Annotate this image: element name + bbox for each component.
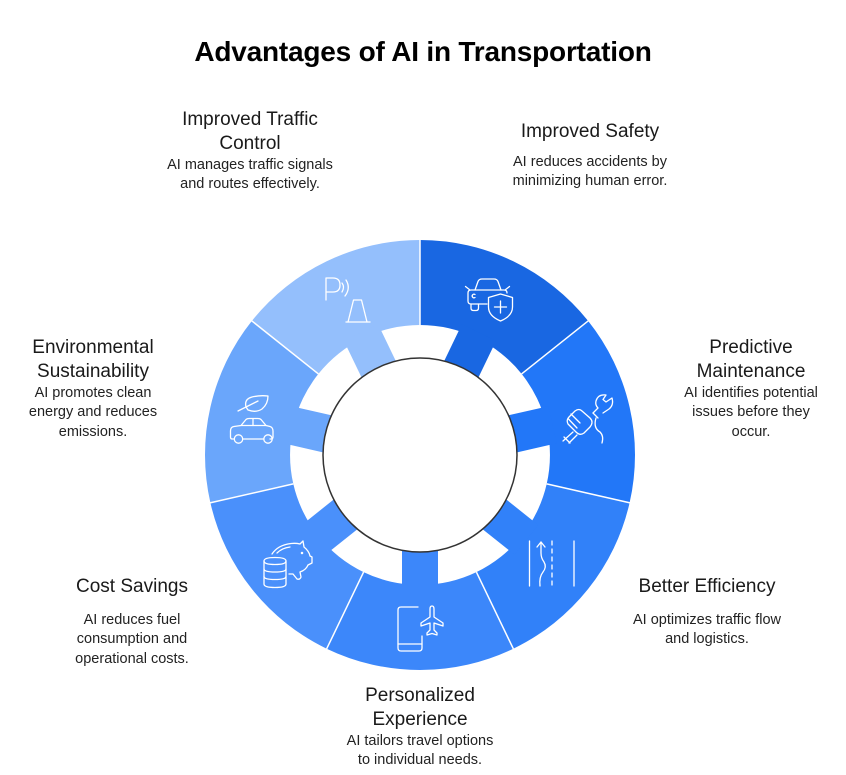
car-leaf-icon xyxy=(229,395,274,444)
hand-wrench-icon xyxy=(562,394,614,444)
segment-title: Environmental Sustainability xyxy=(32,337,154,382)
segment-description: AI promotes clean energy and reduces emi… xyxy=(28,385,158,440)
segment-description: AI reduces accidents by minimizing human… xyxy=(512,154,668,190)
phone-airplane-icon xyxy=(397,605,444,652)
segment-description: AI tailors travel options to individual … xyxy=(346,733,494,769)
segment-environmental-sustainability: Environmental Sustainability AI promotes… xyxy=(0,336,213,442)
wedge-better-efficiency xyxy=(476,483,630,649)
segment-personalized-experience: Personalized Experience AI tailors trave… xyxy=(300,684,540,771)
segment-cost-savings: Cost Savings AI reduces fuel consumption… xyxy=(12,575,252,669)
car-shield-icon xyxy=(464,278,514,322)
parking-sensor-cone-icon xyxy=(325,277,371,323)
segment-description: AI manages traffic signals and routes ef… xyxy=(167,157,333,193)
wedge-separators xyxy=(209,239,631,650)
segment-description: AI optimizes traffic flow and logistics. xyxy=(632,612,781,648)
wedge-environmental-sustainability xyxy=(205,320,319,503)
coins-piggy-bank-icon xyxy=(263,540,313,589)
segment-better-efficiency: Better Efficiency AI optimizes traffic f… xyxy=(587,575,827,650)
wedge-personalized-experience xyxy=(326,572,514,670)
segment-description: AI reduces fuel consumption and operatio… xyxy=(75,612,189,667)
segment-description: AI identifies potential issues before th… xyxy=(684,385,818,440)
segment-title: Cost Savings xyxy=(76,576,188,597)
road-lanes-icon xyxy=(528,540,575,587)
segment-predictive-maintenance: Predictive Maintenance AI identifies pot… xyxy=(631,336,846,442)
segment-title: Improved Safety xyxy=(520,121,660,142)
wedge-predictive-maintenance xyxy=(521,320,635,503)
segment-title: Predictive Maintenance xyxy=(696,337,806,382)
wedge-cost-savings xyxy=(210,483,364,649)
center-hub xyxy=(322,357,518,553)
diagram-title: Advantages of AI in Transportation xyxy=(194,36,652,67)
wedge-improved-traffic-control xyxy=(251,239,420,374)
segment-title: Improved Traffic Control xyxy=(182,109,318,154)
segment-title: Personalized Experience xyxy=(365,685,475,730)
segment-improved-traffic-control: Improved Traffic Control AI manages traf… xyxy=(130,108,370,195)
segment-improved-safety: Improved Safety AI reduces accidents by … xyxy=(470,120,710,192)
segment-title: Better Efficiency xyxy=(638,576,776,597)
